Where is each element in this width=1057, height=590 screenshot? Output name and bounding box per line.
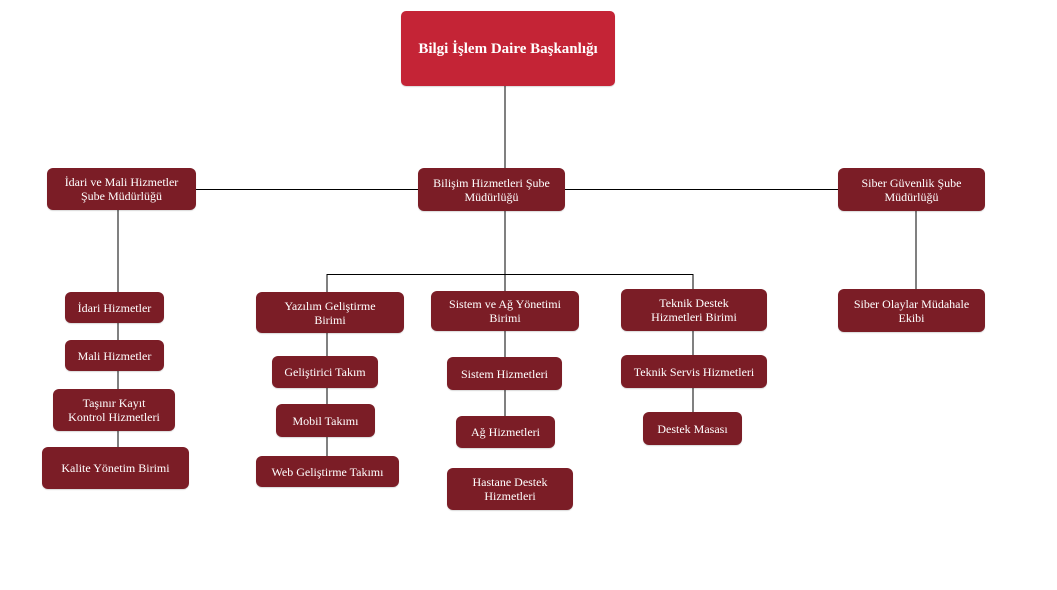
node-teknik-destek: Teknik Destek Hizmetleri Birimi: [621, 289, 767, 331]
node-siber-sube: Siber Güvenlik Şube Müdürlüğü: [838, 168, 985, 211]
node-teknik-servis: Teknik Servis Hizmetleri: [621, 355, 767, 388]
node-mali-hizmetler: Mali Hizmetler: [65, 340, 164, 371]
node-idari-mali-sube: İdari ve Mali Hizmetler Şube Müdürlüğü: [47, 168, 196, 210]
node-sistem-ag: Sistem ve Ağ Yönetimi Birimi: [431, 291, 579, 331]
node-ag-hizmetleri: Ağ Hizmetleri: [456, 416, 555, 448]
node-tasinir-kayit: Taşınır Kayıt Kontrol Hizmetleri: [53, 389, 175, 431]
node-mobil-takimi: Mobil Takımı: [276, 404, 375, 437]
node-hastane-destek: Hastane Destek Hizmetleri: [447, 468, 573, 510]
node-siber-olaylar: Siber Olaylar Müdahale Ekibi: [838, 289, 985, 332]
node-sistem-hizmetleri: Sistem Hizmetleri: [447, 357, 562, 390]
node-root: Bilgi İşlem Daire Başkanlığı: [401, 11, 615, 86]
node-destek-masasi: Destek Masası: [643, 412, 742, 445]
node-bilisim-sube: Bilişim Hizmetleri Şube Müdürlüğü: [418, 168, 565, 211]
node-idari-hizmetler: İdari Hizmetler: [65, 292, 164, 323]
node-yazilim-gelistirme: Yazılım Geliştirme Birimi: [256, 292, 404, 333]
node-gelistirici-takim: Geliştirici Takım: [272, 356, 378, 388]
node-kalite-yonetim: Kalite Yönetim Birimi: [42, 447, 189, 489]
node-web-gelistirme: Web Geliştirme Takımı: [256, 456, 399, 487]
